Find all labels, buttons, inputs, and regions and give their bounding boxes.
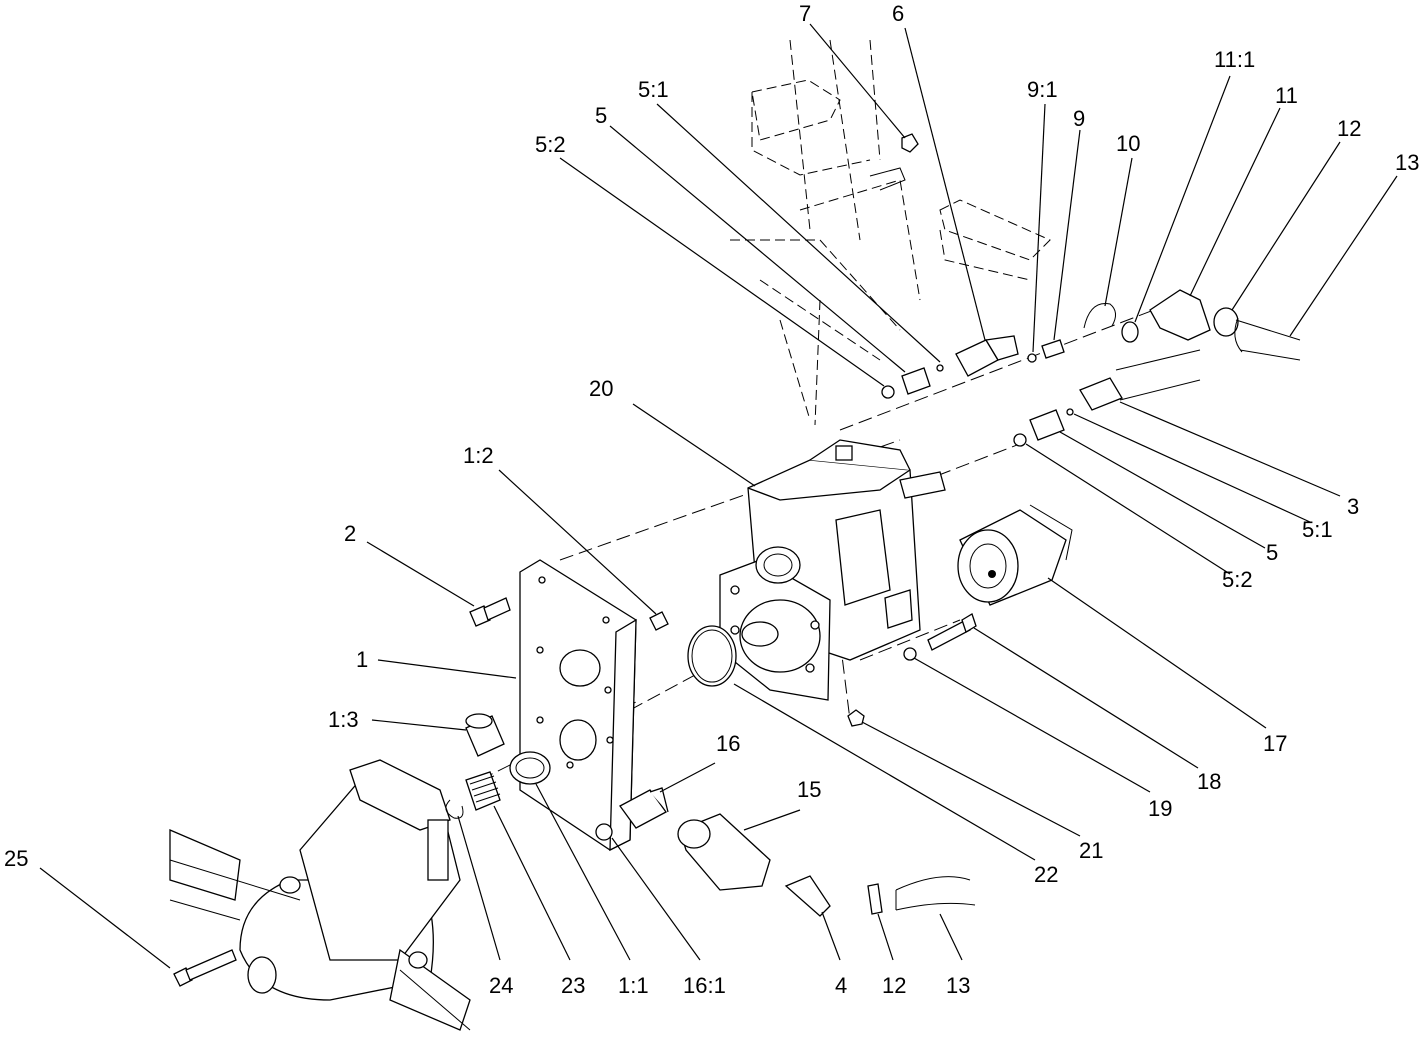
fitting-4 [784, 875, 831, 917]
dowel-pin [649, 611, 669, 631]
callout-label: 7 [799, 1, 811, 26]
o-ring-9-1 [1027, 353, 1037, 363]
seal-ring [509, 751, 551, 785]
hose-clamp-12 [1213, 307, 1239, 337]
callout-label: 3 [1347, 494, 1359, 519]
snap-ring [445, 799, 464, 819]
bolt-2 [469, 597, 511, 627]
callout-label: 15 [797, 777, 821, 802]
callout-label: 24 [489, 973, 513, 998]
elbow-11 [1149, 289, 1211, 341]
o-ring-5-1-lower [1066, 408, 1074, 416]
callout-label: 5:1 [638, 77, 669, 102]
mounting-plate [519, 559, 637, 852]
callout-label: 1:3 [328, 707, 359, 732]
bolt-25 [173, 949, 237, 987]
callout-label: 1:2 [463, 443, 494, 468]
callout-label: 10 [1116, 131, 1140, 156]
bolt-18 [927, 613, 977, 651]
fitting-9 [1041, 339, 1065, 359]
callout-labels: 1 1:1 1:2 1:3 2 3 4 5 5 5:1 5:1 5:2 5:2 … [4, 1, 1419, 998]
hose-fitting-3 [1079, 349, 1201, 411]
callout-label: 16:1 [683, 973, 726, 998]
hose-13-upper [1234, 317, 1301, 361]
callout-label: 13 [946, 973, 970, 998]
callout-label: 1 [356, 647, 368, 672]
pump-o-ring [687, 625, 737, 687]
elbow-fitting-6 [955, 335, 1019, 377]
adapter-5-lower [1029, 409, 1065, 441]
callout-label: 17 [1263, 731, 1287, 756]
callout-label: 23 [561, 973, 585, 998]
washer-19 [903, 647, 917, 661]
callout-label: 16 [716, 731, 740, 756]
adapter-5 [901, 367, 931, 395]
callout-label: 19 [1148, 796, 1172, 821]
callout-label: 1:1 [618, 973, 649, 998]
callout-label: 12 [1337, 116, 1361, 141]
callout-label: 22 [1034, 862, 1058, 887]
o-ring-5-2 [881, 385, 895, 399]
clamp-12-lower [867, 883, 883, 915]
callout-label: 5 [595, 103, 607, 128]
callout-label: 21 [1079, 838, 1103, 863]
clip-10 [1083, 303, 1116, 329]
callout-label: 11 [1275, 83, 1298, 108]
callout-label: 5 [1266, 540, 1278, 565]
drive-gear [465, 771, 501, 811]
callout-label: 18 [1197, 769, 1221, 794]
callout-label: 25 [4, 846, 28, 871]
sensor-15 [677, 813, 771, 891]
callout-label: 11:1 [1214, 47, 1255, 72]
callout-label: 20 [589, 376, 613, 401]
callout-label: 4 [835, 973, 847, 998]
callout-label: 12 [882, 973, 906, 998]
callout-label: 5:2 [535, 132, 566, 157]
callout-label: 5:1 [1302, 517, 1333, 542]
callout-label: 9:1 [1027, 77, 1058, 102]
bushing [465, 713, 505, 757]
callout-label: 2 [344, 521, 356, 546]
fitting-16 [619, 787, 669, 829]
hydraulic-pump [719, 439, 946, 701]
o-ring-5-2-lower [1013, 433, 1027, 447]
callout-label: 5:2 [1222, 567, 1253, 592]
o-ring-11-1 [1121, 321, 1139, 343]
o-ring-16-1 [595, 823, 613, 841]
oil-filter [957, 504, 1073, 606]
callout-label: 9 [1073, 106, 1085, 131]
frame-outline [730, 39, 1051, 426]
o-ring-5-1 [936, 364, 944, 372]
nut-21 [847, 709, 865, 727]
leader-lines [39, 23, 1398, 969]
axle-housing [169, 759, 471, 1031]
hose-13-lower [895, 876, 976, 911]
callout-label: 6 [892, 1, 904, 26]
callout-label: 13 [1395, 150, 1419, 175]
nut-7 [869, 133, 919, 191]
